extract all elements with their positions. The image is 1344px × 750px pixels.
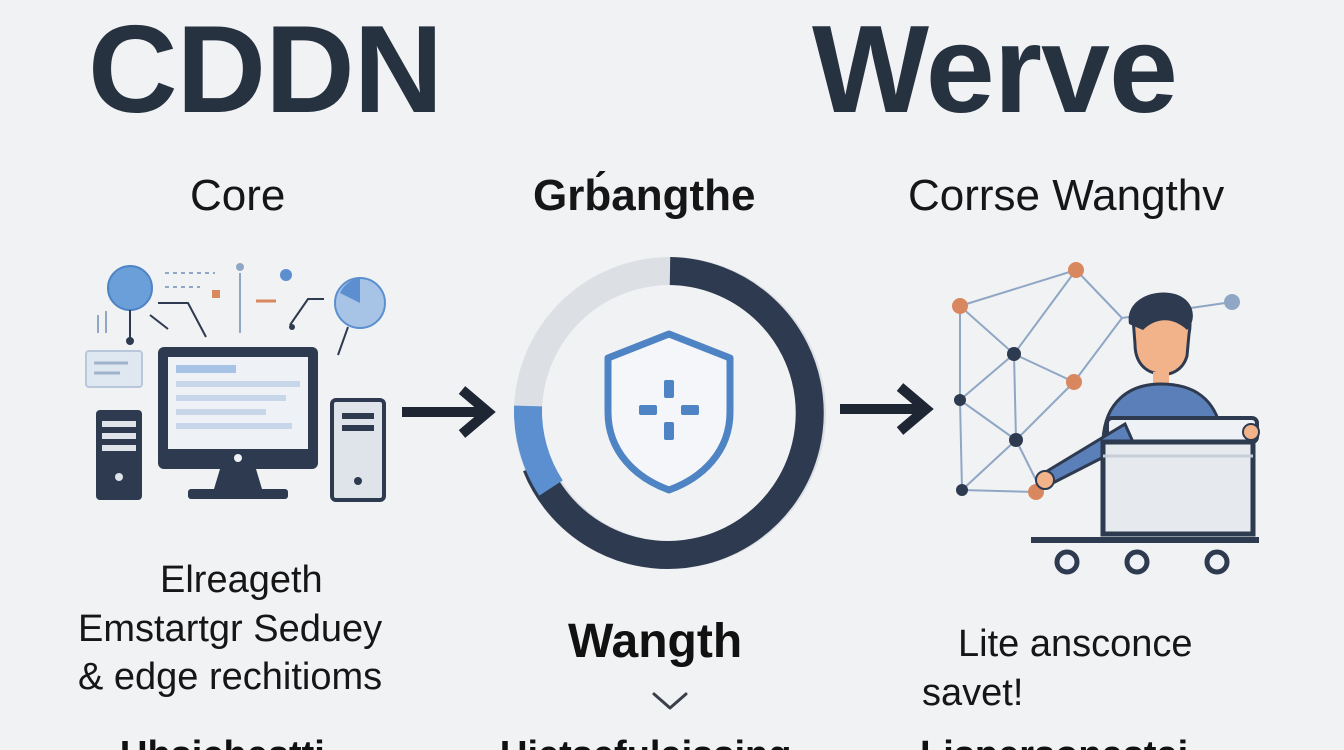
column-title-left: Core <box>190 171 286 220</box>
shield-plus-icon <box>598 328 740 496</box>
computer-network-icon <box>80 255 400 505</box>
center-label: Wangth <box>568 615 743 668</box>
right-description-line-1: Lite ansconce <box>958 623 1193 665</box>
column-title-center: Grb́angthe <box>533 171 756 220</box>
chevron-down-icon <box>650 690 690 714</box>
title-right: Werve <box>812 1 1178 139</box>
title-left: CDDN <box>88 1 443 139</box>
flow-arrow-right <box>838 381 934 437</box>
left-description-line-1: Elreageth <box>160 559 323 601</box>
right-description-line-2: savet! <box>922 671 1024 714</box>
column-title-right: Corrse Wangthv <box>908 171 1225 220</box>
left-description: Elreageth Emstartgr Seduey & edge rechit… <box>78 556 382 702</box>
left-description-line-2: Emstartgr Seduey <box>78 607 383 650</box>
footer-center: Uietsefulaissing <box>500 736 791 750</box>
flow-arrow-left <box>400 384 496 440</box>
person-at-desk-icon <box>1025 290 1265 580</box>
footer-right: Lispersonastai <box>920 736 1188 750</box>
footer-left: Ubsichestti <box>120 736 325 750</box>
left-description-line-3: & edge rechitioms <box>78 656 383 699</box>
right-description: Lite ansconce savet! <box>922 620 1193 717</box>
progress-ring <box>505 248 835 578</box>
